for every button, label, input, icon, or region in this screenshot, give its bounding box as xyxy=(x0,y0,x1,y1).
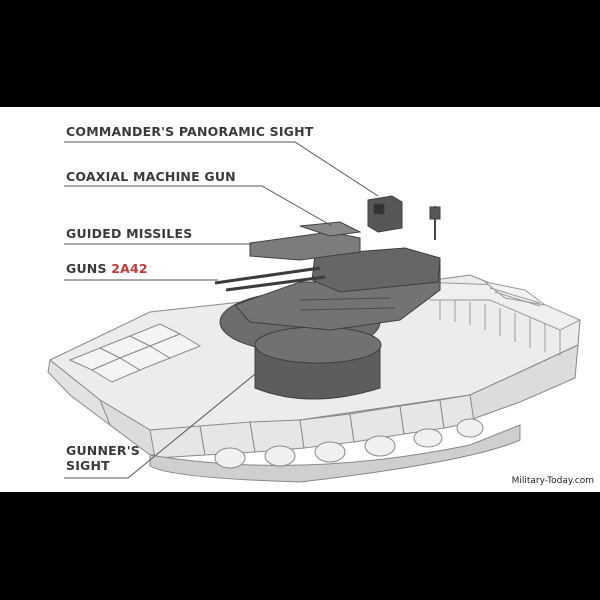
label-gunners-sight-line2: SIGHT xyxy=(66,459,110,473)
label-guns: GUNS 2A42 xyxy=(66,262,148,276)
label-panoramic-sight: COMMANDER'S PANORAMIC SIGHT xyxy=(66,125,314,139)
label-coaxial-mg: COAXIAL MACHINE GUN xyxy=(66,170,236,184)
label-gunners-sight-line1: GUNNER'S xyxy=(66,444,140,458)
watermark: Military-Today.com xyxy=(512,476,594,486)
label-guns-model: 2A42 xyxy=(111,261,148,276)
label-guns-prefix: GUNS xyxy=(66,261,107,276)
leader-coaxial-mg xyxy=(64,186,332,226)
panoramic-sight xyxy=(368,196,402,232)
label-guided-missiles: GUIDED MISSILES xyxy=(66,227,192,241)
